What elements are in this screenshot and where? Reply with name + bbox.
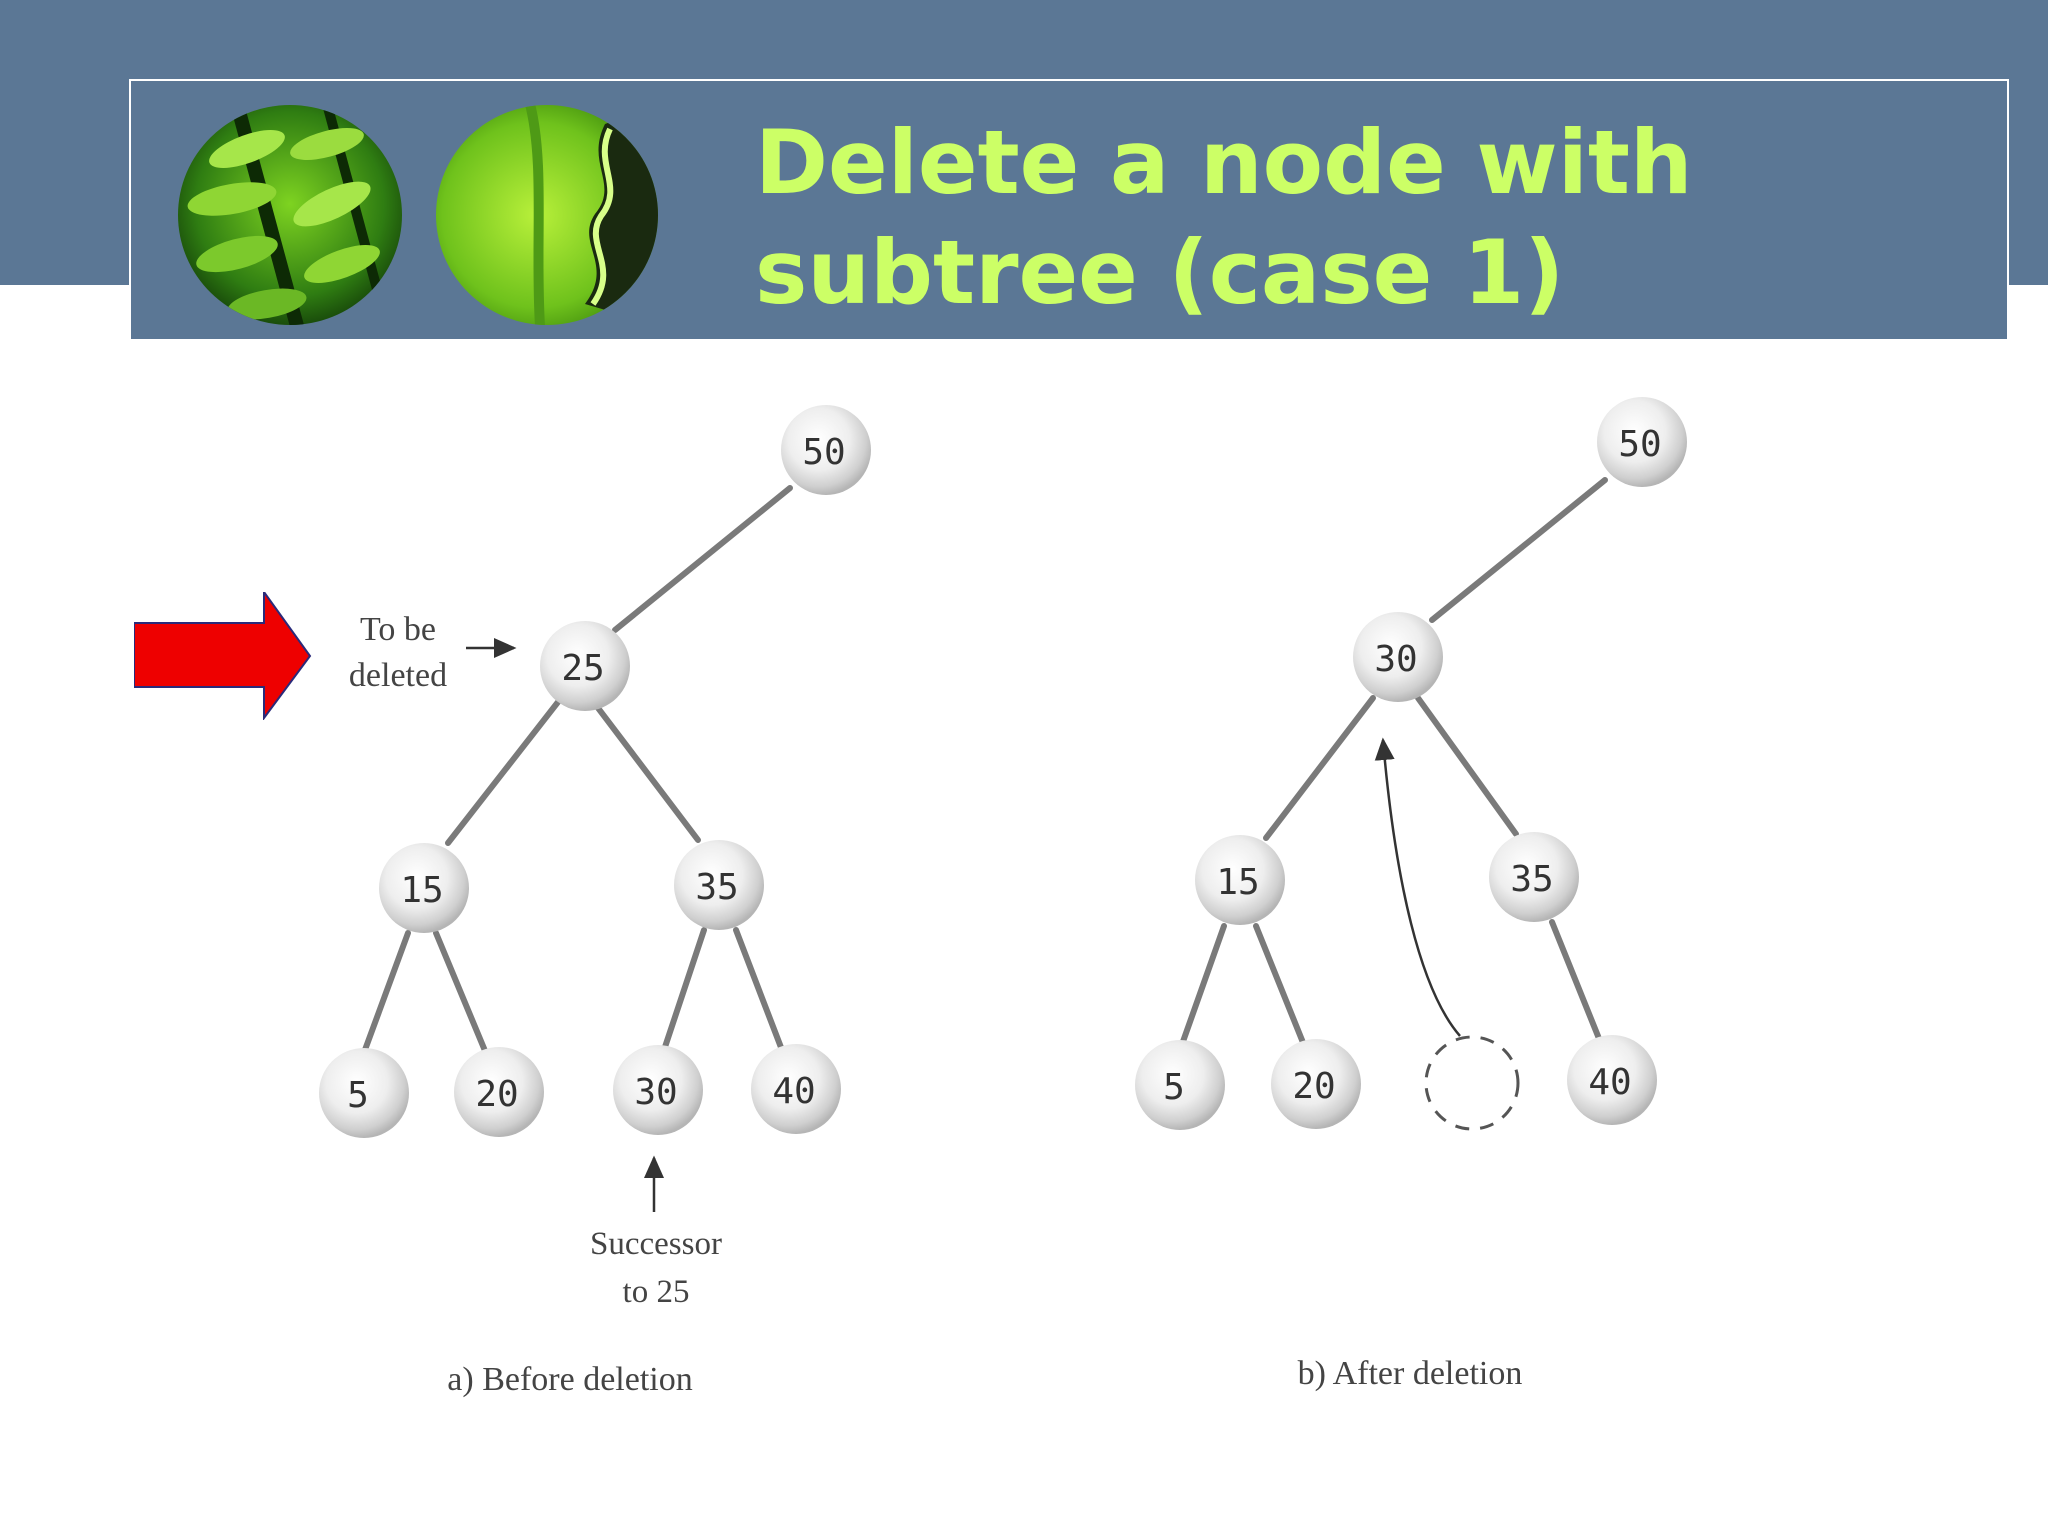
svg-text:50: 50 [802,432,845,473]
node-50: 50 [1597,397,1687,487]
successor-annotation: Successor to 25 [590,1155,722,1310]
green-leaf-logo [436,105,658,325]
before-tree-edges [359,485,793,1061]
svg-text:25: 25 [561,648,604,689]
node-40: 40 [1567,1035,1657,1125]
fern-leaf-logo [178,105,402,325]
svg-text:15: 15 [400,870,443,911]
node-5: 5 [1135,1040,1225,1130]
after-tree-edges [1177,477,1608,1053]
svg-text:15: 15 [1216,862,1259,903]
delete-annotation: To be deleted [349,611,517,694]
svg-text:50: 50 [1618,424,1661,465]
svg-text:30: 30 [634,1072,677,1113]
node-50: 50 [781,405,871,495]
successor-move-arrow [1374,737,1461,1037]
node-5: 5 [319,1048,409,1138]
svg-text:20: 20 [1292,1066,1335,1107]
node-35: 35 [674,840,764,930]
node-15: 15 [379,843,469,933]
after-tree-nodes: 50 30 15 35 5 20 40 [1135,397,1687,1131]
slide-title: Delete a node with subtree (case 1) [755,108,1955,328]
svg-text:40: 40 [1588,1062,1631,1103]
svg-text:5: 5 [347,1075,369,1116]
svg-text:30: 30 [1374,639,1417,680]
annotation-deleted: deleted [349,657,447,694]
node-25: 25 [540,621,630,711]
annotation-to-be: To be [360,611,436,648]
before-tree-nodes: 50 25 15 35 5 20 30 40 [319,405,871,1138]
caption-before: a) Before deletion [447,1361,692,1398]
node-35: 35 [1489,832,1579,922]
node-30: 30 [1353,612,1443,702]
node-30: 30 [613,1045,703,1135]
node-40: 40 [751,1044,841,1134]
caption-after: b) After deletion [1298,1355,1523,1392]
svg-text:35: 35 [1510,859,1553,900]
annotation-to-25: to 25 [623,1274,690,1310]
svg-text:40: 40 [772,1071,815,1112]
annotation-successor: Successor [590,1226,722,1262]
svg-text:5: 5 [1163,1067,1185,1108]
svg-text:35: 35 [695,867,738,908]
title-line-2: subtree (case 1) [755,221,1565,324]
title-line-1: Delete a node with [755,111,1693,214]
empty-node-placeholder [1424,1035,1520,1131]
node-15: 15 [1195,835,1285,925]
node-20: 20 [454,1047,544,1137]
red-right-arrow-icon [134,592,312,720]
svg-text:20: 20 [475,1074,518,1115]
node-20: 20 [1271,1039,1361,1129]
